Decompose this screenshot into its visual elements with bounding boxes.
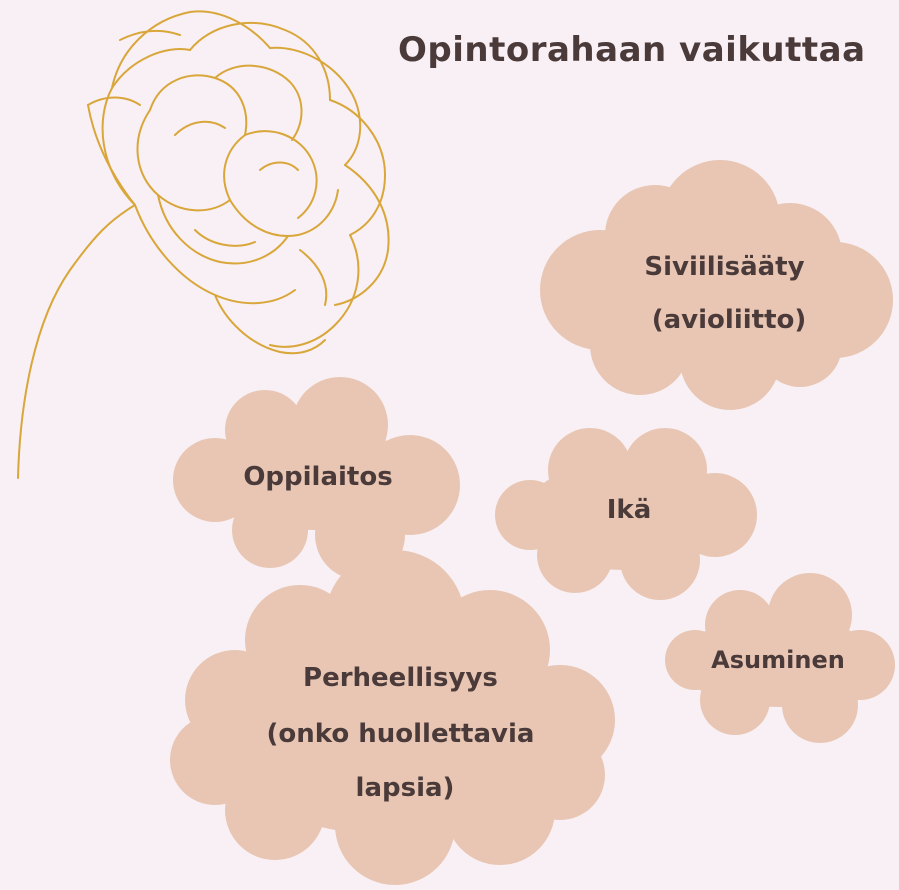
page-title: Opintorahaan vaikuttaa (398, 30, 866, 70)
flower-icon (17, 10, 390, 479)
cloud-siviilisaaty: Siviilisääty (avioliitto) (540, 160, 893, 410)
cloud-perheellisyys: Perheellisyys (onko huollettavia lapsia) (170, 550, 615, 885)
cloud-oppilaitos: Oppilaitos (173, 377, 460, 580)
cloud-ika-label: Ikä (607, 495, 652, 525)
cloud-siviilisaaty-label: Siviilisääty (avioliitto) (644, 252, 813, 335)
cloud-asuminen-label: Asuminen (711, 646, 845, 674)
cloud-asuminen: Asuminen (665, 573, 895, 743)
cloud-ika: Ikä (495, 428, 757, 600)
cloud-oppilaitos-label: Oppilaitos (243, 462, 392, 492)
cloud-perheellisyys-label: Perheellisyys (onko huollettavia lapsia) (267, 663, 544, 803)
